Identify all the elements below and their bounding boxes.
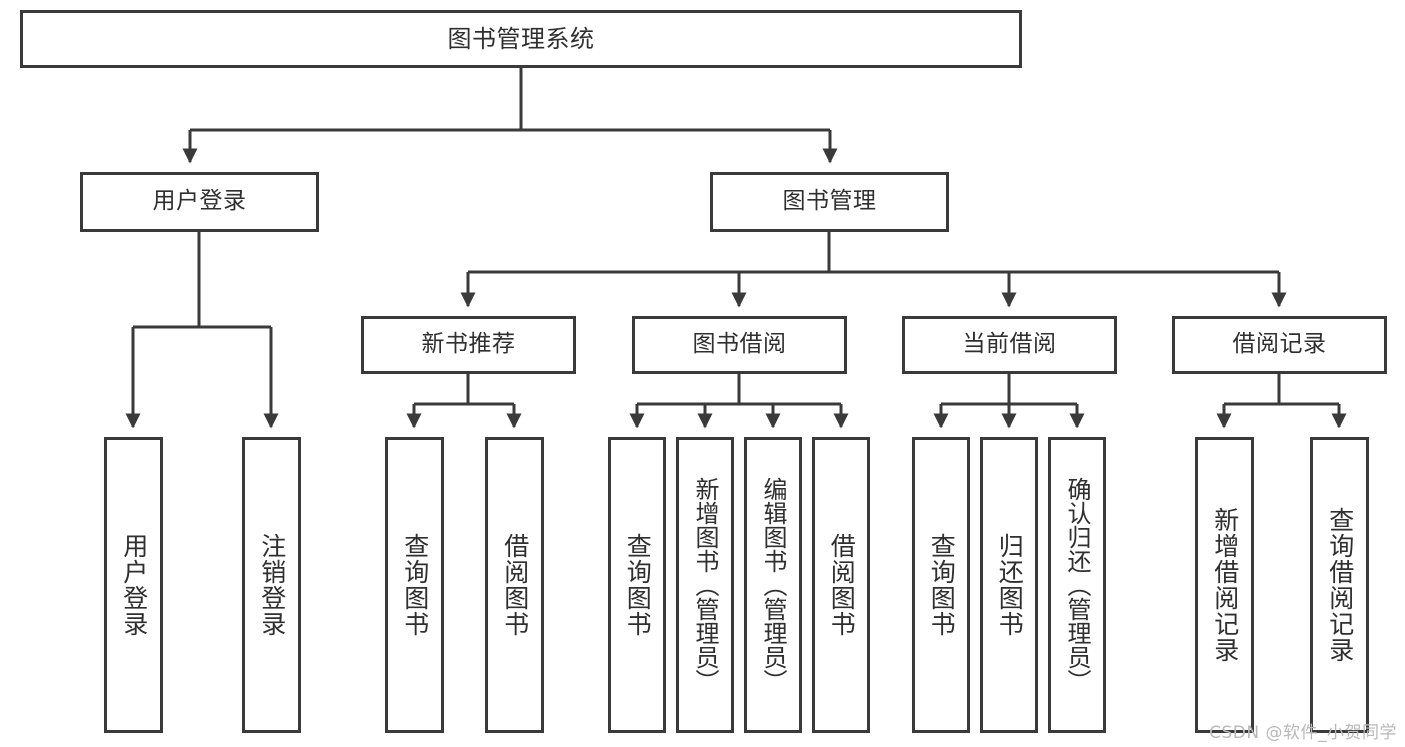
leaf-label: 归还图书 (995, 533, 1025, 637)
leaf-current-borrow-confirm-return-admin[interactable]: 确认归还（管理员） (1048, 437, 1106, 733)
node-book-borrow[interactable]: 图书借阅 (632, 316, 847, 374)
leaf-borrow-record-add-record[interactable]: 新增借阅记录 (1195, 437, 1254, 733)
leaf-new-book-query-book[interactable]: 查询图书 (385, 437, 444, 733)
leaf-borrow-record-query-record[interactable]: 查询借阅记录 (1310, 437, 1369, 733)
leaf-label: 查询图书 (623, 533, 653, 637)
node-new-book-recommend[interactable]: 新书推荐 (361, 316, 576, 374)
node-label: 图书借阅 (692, 331, 787, 358)
node-label: 当前借阅 (962, 331, 1057, 358)
leaf-label: 新增借阅记录 (1210, 507, 1240, 663)
leaf-user-login-logout[interactable]: 注销登录 (242, 437, 301, 733)
node-book-management[interactable]: 图书管理 (710, 172, 949, 232)
leaf-label: 借阅图书 (827, 533, 857, 637)
node-current-borrow[interactable]: 当前借阅 (902, 316, 1117, 374)
leaf-label: 新增图书（管理员） (691, 477, 719, 693)
leaf-new-book-borrow-book[interactable]: 借阅图书 (485, 437, 544, 733)
leaf-current-borrow-return-book[interactable]: 归还图书 (980, 437, 1038, 733)
node-user-login[interactable]: 用户登录 (80, 172, 319, 232)
node-label: 用户登录 (152, 188, 247, 215)
node-label: 借阅记录 (1232, 331, 1327, 358)
node-label: 新书推荐 (421, 331, 516, 358)
leaf-book-borrow-query-book[interactable]: 查询图书 (608, 437, 666, 733)
csdn-watermark: CSDN @软件_小贺同学 (1209, 723, 1397, 743)
node-borrow-record[interactable]: 借阅记录 (1172, 316, 1387, 374)
leaf-label: 查询借阅记录 (1325, 507, 1355, 663)
leaf-label: 查询图书 (927, 533, 957, 637)
node-root-book-management-system[interactable]: 图书管理系统 (20, 10, 1022, 68)
leaf-book-borrow-add-book-admin[interactable]: 新增图书（管理员） (676, 437, 734, 733)
leaf-label: 借阅图书 (500, 533, 530, 637)
node-label: 图书管理系统 (447, 24, 595, 53)
leaf-label: 注销登录 (257, 533, 287, 637)
leaf-label: 编辑图书（管理员） (759, 477, 787, 693)
leaf-label: 查询图书 (400, 533, 430, 637)
leaf-label: 确认归还（管理员） (1063, 477, 1091, 693)
leaf-book-borrow-borrow-book[interactable]: 借阅图书 (812, 437, 870, 733)
leaf-current-borrow-query-book[interactable]: 查询图书 (912, 437, 970, 733)
leaf-label: 用户登录 (119, 533, 149, 637)
leaf-book-borrow-edit-book-admin[interactable]: 编辑图书（管理员） (744, 437, 802, 733)
node-label: 图书管理 (782, 188, 877, 215)
leaf-user-login-login[interactable]: 用户登录 (104, 437, 163, 733)
